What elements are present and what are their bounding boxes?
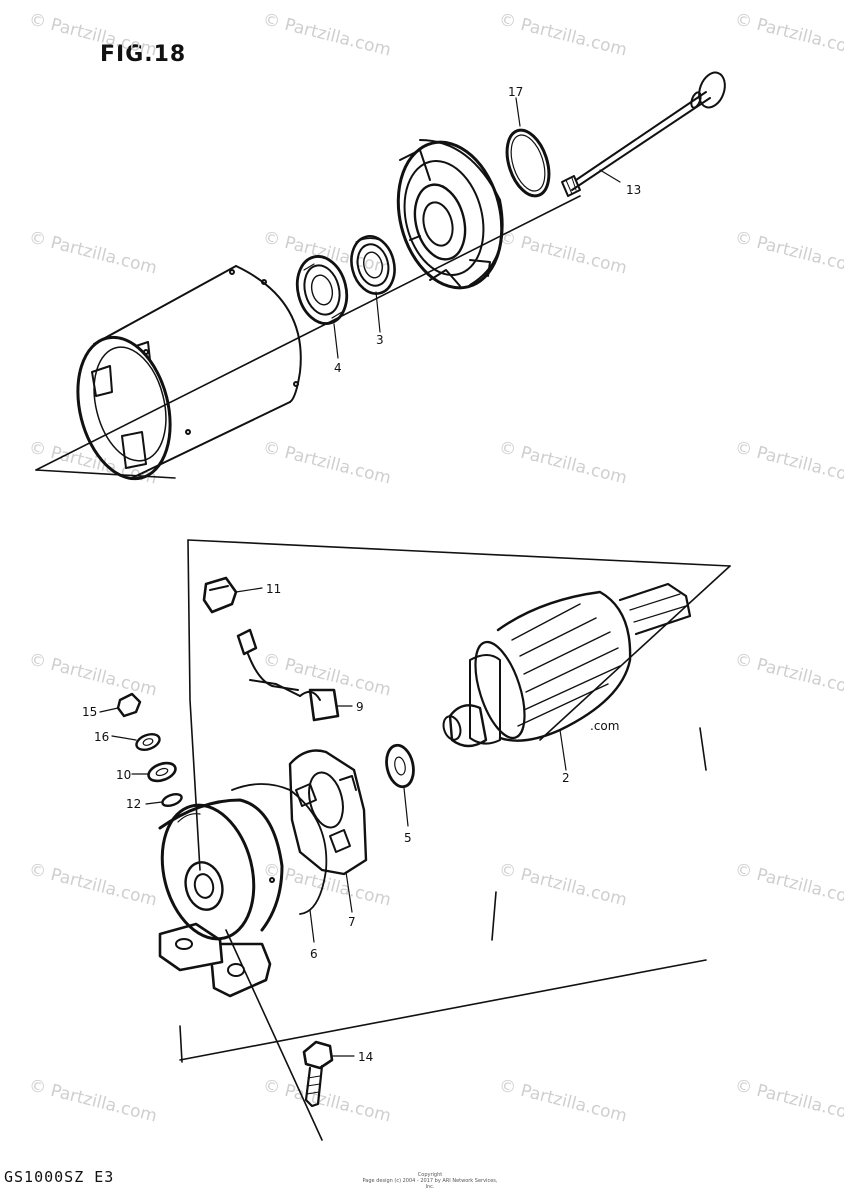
bearing [350,235,396,295]
front-cover [158,798,284,998]
watermark: © Partzilla.com [261,1075,393,1126]
washer [131,761,177,783]
callout-11: 11 [266,582,281,596]
watermark: © Partzilla.com [733,9,844,60]
leader-lines [333,97,621,359]
watermark-fragment: .com [590,719,619,733]
rear-housing [396,139,504,290]
brush-set [236,628,353,722]
callout-10: 10 [116,768,131,782]
watermark: © Partzilla.com [27,227,159,278]
mounting-bolt [302,1040,355,1108]
callout-12: 12 [126,797,141,811]
brush-holder-clip [202,576,263,614]
callout-6: 6 [310,947,318,961]
nut [99,692,142,718]
watermark: © Partzilla.com [733,649,844,700]
watermark-layer: © Partzilla.com © Partzilla.com © Partzi… [27,9,844,1126]
assembly-boundary-lines [35,195,731,1141]
thrust-washer [385,743,415,827]
model-code: GS1000SZ E3 [4,1168,115,1186]
watermark: © Partzilla.com [497,9,629,60]
watermark: © Partzilla.com [27,1075,159,1126]
watermark: © Partzilla.com [497,1075,629,1126]
callout-4: 4 [334,361,342,375]
watermark: © Partzilla.com [27,649,159,700]
through-bolt [562,69,729,196]
callout-9: 9 [356,700,364,714]
copyright-notice: Copyright Page design (c) 2004 - 2017 by… [360,1172,500,1190]
o-ring [505,128,551,198]
watermark: © Partzilla.com [27,859,159,910]
callout-16: 16 [94,730,109,744]
copyright-line: Page design (c) 2004 - 2017 by ARI Netwo… [362,1178,498,1190]
watermark: © Partzilla.com [497,859,629,910]
insulator [145,792,183,808]
front-cover-o-ring [231,783,328,943]
watermark: © Partzilla.com [27,9,159,60]
brush-plate [288,749,368,913]
copyright-line: Copyright [417,1172,443,1178]
oil-seal [295,255,349,325]
armature [442,582,692,771]
callout-15: 15 [82,705,97,719]
callout-3: 3 [376,333,384,347]
callout-13: 13 [626,183,641,197]
watermark: © Partzilla.com [733,227,844,278]
watermark: © Partzilla.com [261,9,393,60]
watermark: © Partzilla.com [733,1075,844,1126]
watermark: © Partzilla.com [733,859,844,910]
callout-7: 7 [348,915,356,929]
callout-labels: 17 13 4 3 11 9 15 16 10 12 2 5 7 6 14 .c… [82,85,641,1064]
callout-5: 5 [404,831,412,845]
watermark: © Partzilla.com [497,437,629,488]
watermark: © Partzilla.com [497,227,629,278]
watermark: © Partzilla.com [261,437,393,488]
callout-14: 14 [358,1050,373,1064]
watermark: © Partzilla.com [733,437,844,488]
figure-title: FIG.18 [100,42,187,67]
spring-washer [111,733,161,751]
yoke-housing [76,265,302,481]
callout-17: 17 [508,85,523,99]
callout-2: 2 [562,771,570,785]
watermark: © Partzilla.com [261,649,393,700]
